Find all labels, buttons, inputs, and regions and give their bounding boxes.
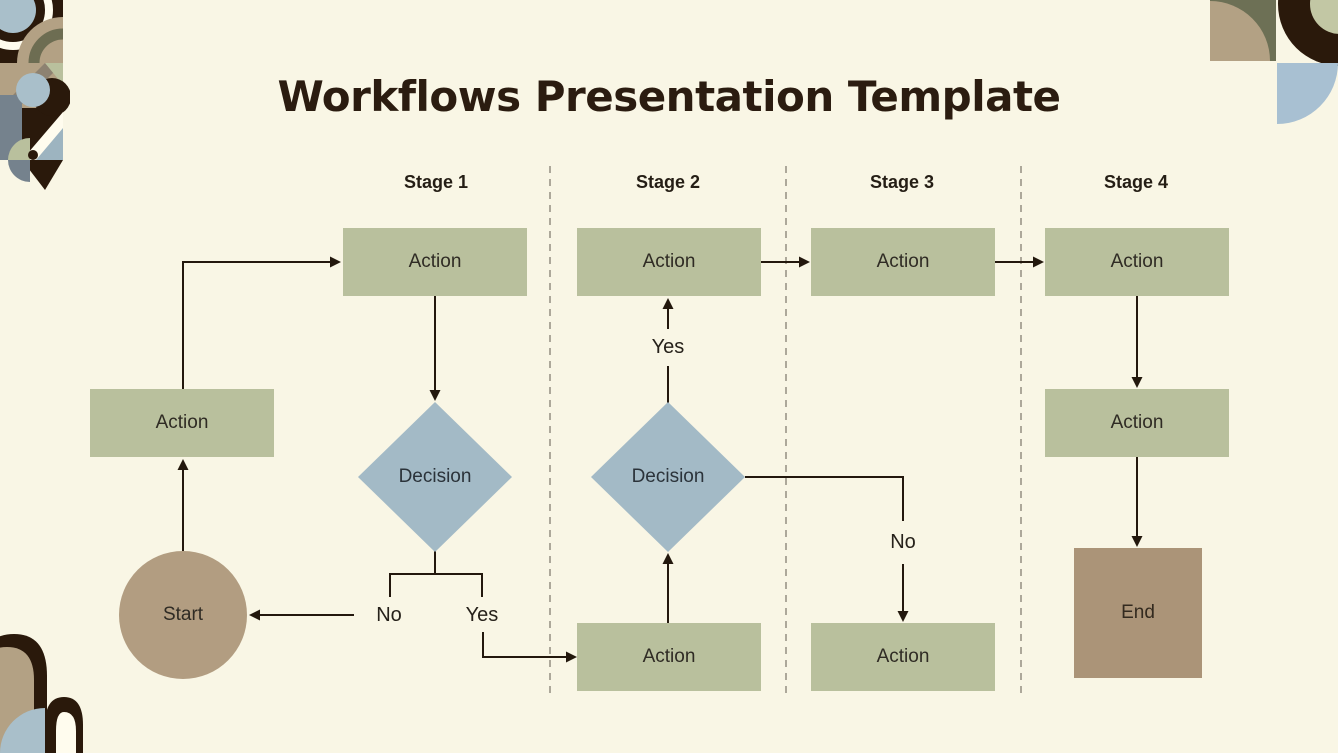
node-loop-action-left: Action (90, 389, 274, 457)
node-label: Action (876, 251, 930, 272)
node-stage2-action-bottom: Action (577, 623, 761, 691)
node-stage3-action-bottom: Action (811, 623, 995, 691)
edges (182, 261, 1138, 658)
node-stage4-action-mid: Action (1045, 389, 1229, 457)
node-label: End (1121, 602, 1155, 623)
node-start: Start (119, 551, 247, 679)
node-label: Action (1110, 251, 1164, 272)
node-label: Action (155, 412, 209, 433)
stage-2-label: Stage 2 (635, 172, 701, 192)
corner-decoration-top-right (1210, 0, 1338, 124)
node-end: End (1074, 548, 1202, 678)
node-label: Action (642, 646, 696, 667)
corner-decoration-top-left (0, 0, 70, 190)
corner-decoration-bottom-left (0, 634, 83, 753)
page-title: Workflows Presentation Template (277, 72, 1061, 121)
node-stage4-action-top: Action (1045, 228, 1229, 296)
node-label: Action (876, 646, 930, 667)
branch-label-stage3-no: No (890, 531, 916, 553)
node-label: Action (642, 251, 696, 272)
node-label: Decision (398, 466, 472, 487)
node-stage2-action-top: Action (577, 228, 761, 296)
node-label: Action (408, 251, 462, 272)
branch-label-stage2-yes: Yes (651, 336, 685, 358)
arrowheads (177, 256, 1143, 663)
branch-label-stage1-yes: Yes (465, 604, 499, 626)
node-label: Decision (631, 466, 705, 487)
stage-1-label: Stage 1 (403, 172, 469, 192)
node-stage1-action-top: Action (343, 228, 527, 296)
branch-label-stage1-no: No (376, 604, 402, 626)
node-label: Action (1110, 412, 1164, 433)
stage-separators (549, 166, 1022, 694)
stage-3-label: Stage 3 (869, 172, 935, 192)
node-stage3-action-top: Action (811, 228, 995, 296)
node-label: Start (162, 604, 204, 625)
stage-4-label: Stage 4 (1103, 172, 1169, 192)
